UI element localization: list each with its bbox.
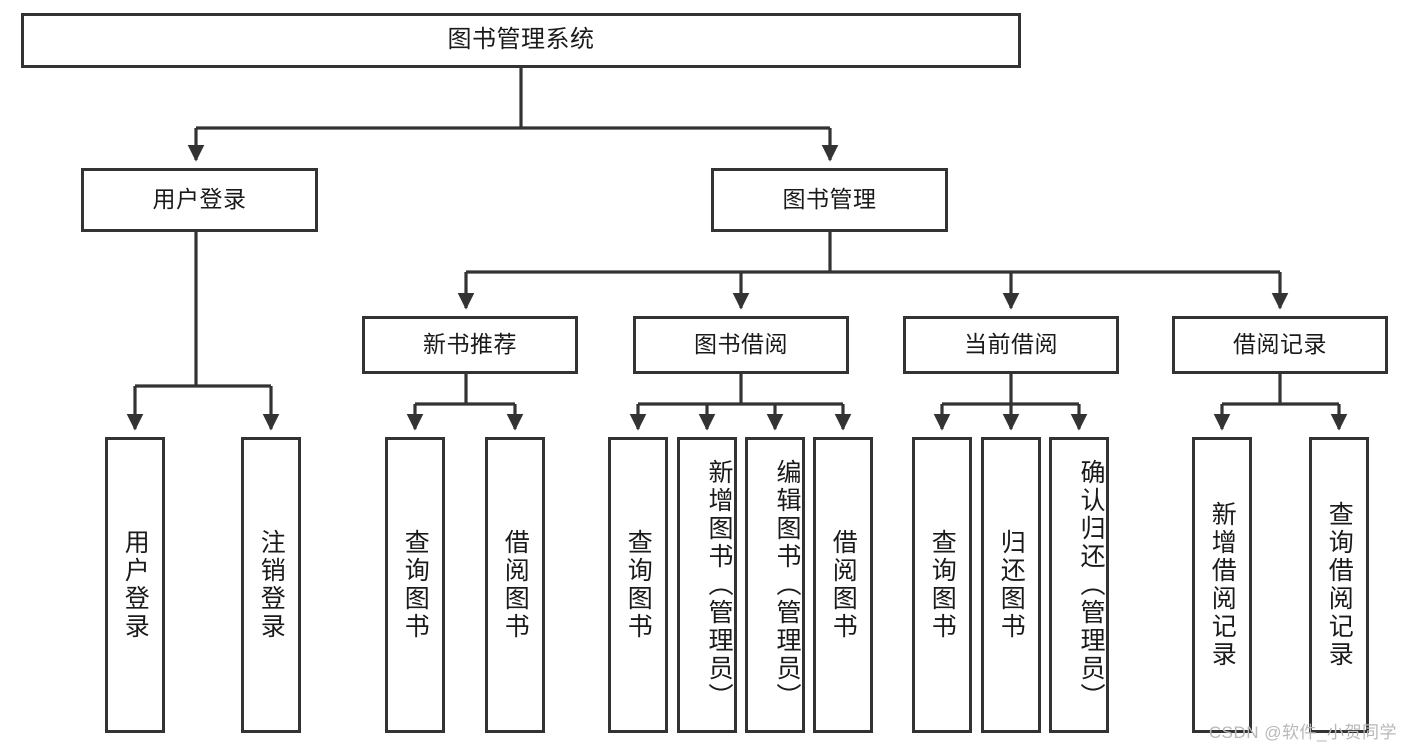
node-leaf-logout[interactable]: 注销登录 bbox=[241, 437, 301, 733]
node-leaf-query-borrow-record[interactable]: 查询借阅记录 bbox=[1309, 437, 1369, 733]
node-leaf-borrow-book-recommend[interactable]: 借阅图书 bbox=[485, 437, 545, 733]
watermark-text: CSDN @软件_小贺同学 bbox=[1208, 723, 1397, 742]
node-book-borrow[interactable]: 图书借阅 bbox=[633, 316, 849, 374]
node-leaf-user-login[interactable]: 用户登录 bbox=[105, 437, 165, 733]
node-leaf-query-book-borrow[interactable]: 查询图书 bbox=[608, 437, 668, 733]
node-leaf-confirm-return-admin[interactable]: 确认归还（管理员） bbox=[1049, 437, 1109, 733]
node-leaf-borrow-book-borrow[interactable]: 借阅图书 bbox=[813, 437, 873, 733]
node-borrow-record[interactable]: 借阅记录 bbox=[1172, 316, 1388, 374]
node-leaf-query-book-current[interactable]: 查询图书 bbox=[912, 437, 972, 733]
node-new-book-recommend[interactable]: 新书推荐 bbox=[362, 316, 578, 374]
node-leaf-query-book-recommend[interactable]: 查询图书 bbox=[385, 437, 445, 733]
node-leaf-add-borrow-record[interactable]: 新增借阅记录 bbox=[1192, 437, 1252, 733]
node-leaf-return-book[interactable]: 归还图书 bbox=[981, 437, 1041, 733]
node-book-manage[interactable]: 图书管理 bbox=[711, 168, 948, 232]
node-leaf-edit-book-admin[interactable]: 编辑图书（管理员） bbox=[745, 437, 805, 733]
node-leaf-add-book-admin[interactable]: 新增图书（管理员） bbox=[677, 437, 737, 733]
node-current-borrow[interactable]: 当前借阅 bbox=[903, 316, 1119, 374]
node-user-login[interactable]: 用户登录 bbox=[81, 168, 318, 232]
node-root-system[interactable]: 图书管理系统 bbox=[21, 13, 1021, 68]
